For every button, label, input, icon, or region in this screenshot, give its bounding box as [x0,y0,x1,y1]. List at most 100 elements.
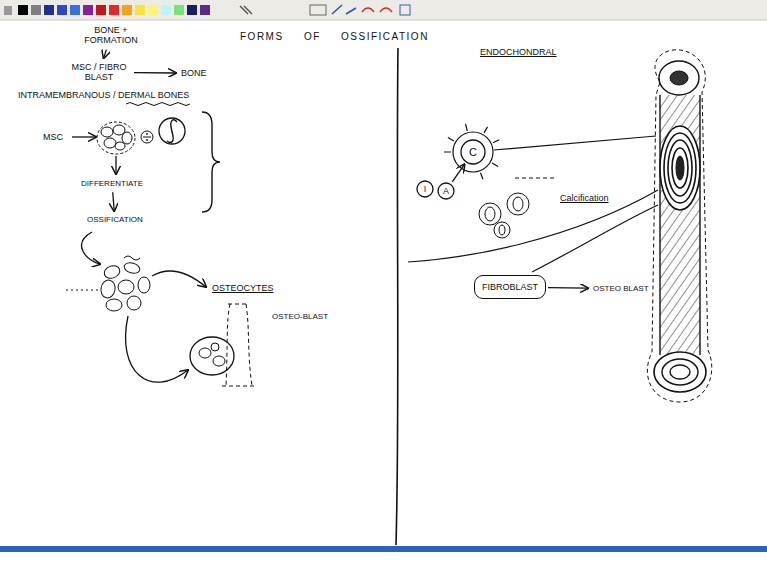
color-swatch [174,5,184,15]
toolbar-icon [400,5,410,15]
cell-circle: C [460,139,486,165]
process-box: FIBROBLAST [474,275,546,299]
text-node: BONE + FORMATION [80,23,142,48]
arrow [82,232,100,264]
integral-symbol [167,120,177,143]
color-swatch [200,5,210,15]
ossification-scribble [668,140,692,196]
cell [138,277,150,293]
leader-line [494,136,656,150]
color-swatch [70,5,80,15]
connector-arrow [548,287,588,289]
circle-outline [438,183,454,199]
title: FORMS OF OSSIFICATION [240,31,429,43]
label-anchor: ENDOCHONDRAL [480,47,557,57]
bone-sketch [222,304,256,386]
node-text: OSSIFICATION [87,215,143,224]
label-anchor: INTRAMEMBRANOUS / DERMAL BONES [18,90,189,100]
integral-symbol [159,118,185,144]
label-anchor: Calcification [560,193,609,203]
cell [101,127,113,137]
text-node: OSTEO BLAST [590,282,652,295]
toolbar-icon [240,6,252,14]
toolbar-icon [332,5,356,14]
cell-outline [453,132,493,172]
epiphysis [659,61,699,95]
toolbar-edge [0,20,767,21]
divider-line [396,48,398,545]
node-text: DIFFERENTIATE [81,179,143,188]
primary-ossification-center [660,126,700,210]
text-node: DIFFERENTIATE [78,177,146,190]
cell-circle: I [416,180,434,198]
arrow [152,271,206,287]
node-text: MSC [43,132,63,142]
node-text: MSC / FIBRO BLAST [69,62,129,83]
divide-symbol [146,139,148,141]
bone-outline [647,50,711,402]
arrow [115,156,116,174]
bone-shaft [659,95,660,355]
color-swatch [161,5,171,15]
color-swatch [109,5,119,15]
bottom-bar [0,546,767,552]
color-swatch [96,5,106,15]
connector-arrow [452,164,464,182]
epiphysis [654,352,706,392]
osteocyte-cell [190,337,234,375]
node-text: BONE + FORMATION [83,25,139,46]
label: OSTEOCYTES [212,283,274,293]
node-text: C [469,146,477,159]
label: ENDOCHONDRAL [480,47,557,57]
label-anchor: OSTEO-BLAST [272,312,328,321]
text-node: OSSIFICATION [84,213,146,226]
ossification-scribble [670,365,690,379]
connector-arrow [134,72,176,74]
color-swatch [18,5,28,15]
circle-outline [417,181,433,197]
arrow [72,136,96,137]
divide-symbol [146,133,148,135]
cell [122,132,132,144]
node-text: A [443,186,449,196]
nucleus [213,356,225,366]
node-text: FIBROBLAST [482,282,538,292]
bone-shaft [699,95,700,355]
label: INTRAMEMBRANOUS / DERMAL BONES [18,90,189,100]
wavy-underline [126,103,190,106]
label: OSTEO-BLAST [272,312,328,321]
text-node: MSC [40,130,66,144]
cell [115,142,125,150]
nucleus [499,225,505,235]
ossification-center [670,71,688,85]
cell [118,280,134,294]
color-swatch [83,5,93,15]
color-swatch [122,5,132,15]
toolbar-icon [4,6,12,15]
label-anchor: OSTEOCYTES [212,283,274,293]
ossification-scribble [672,148,688,188]
leader-line [408,190,658,262]
nucleus [485,207,495,221]
connector-arrow [104,50,107,59]
circle-outline [461,140,485,164]
cell [479,203,501,225]
cell-circle: A [437,182,455,200]
title-anchor: FORMS OF OSSIFICATION [240,31,429,43]
node-text: OSTEO BLAST [593,284,649,293]
cell [106,299,122,311]
nucleus [513,197,523,211]
color-swatch [187,5,197,15]
toolbar-icon [310,5,326,15]
connector-arrow [113,192,115,211]
ossification-scribble [662,359,698,385]
ossification-scribble [676,156,684,180]
bone-hatching [660,95,700,355]
color-swatch [57,5,67,15]
node-text: I [424,184,427,194]
